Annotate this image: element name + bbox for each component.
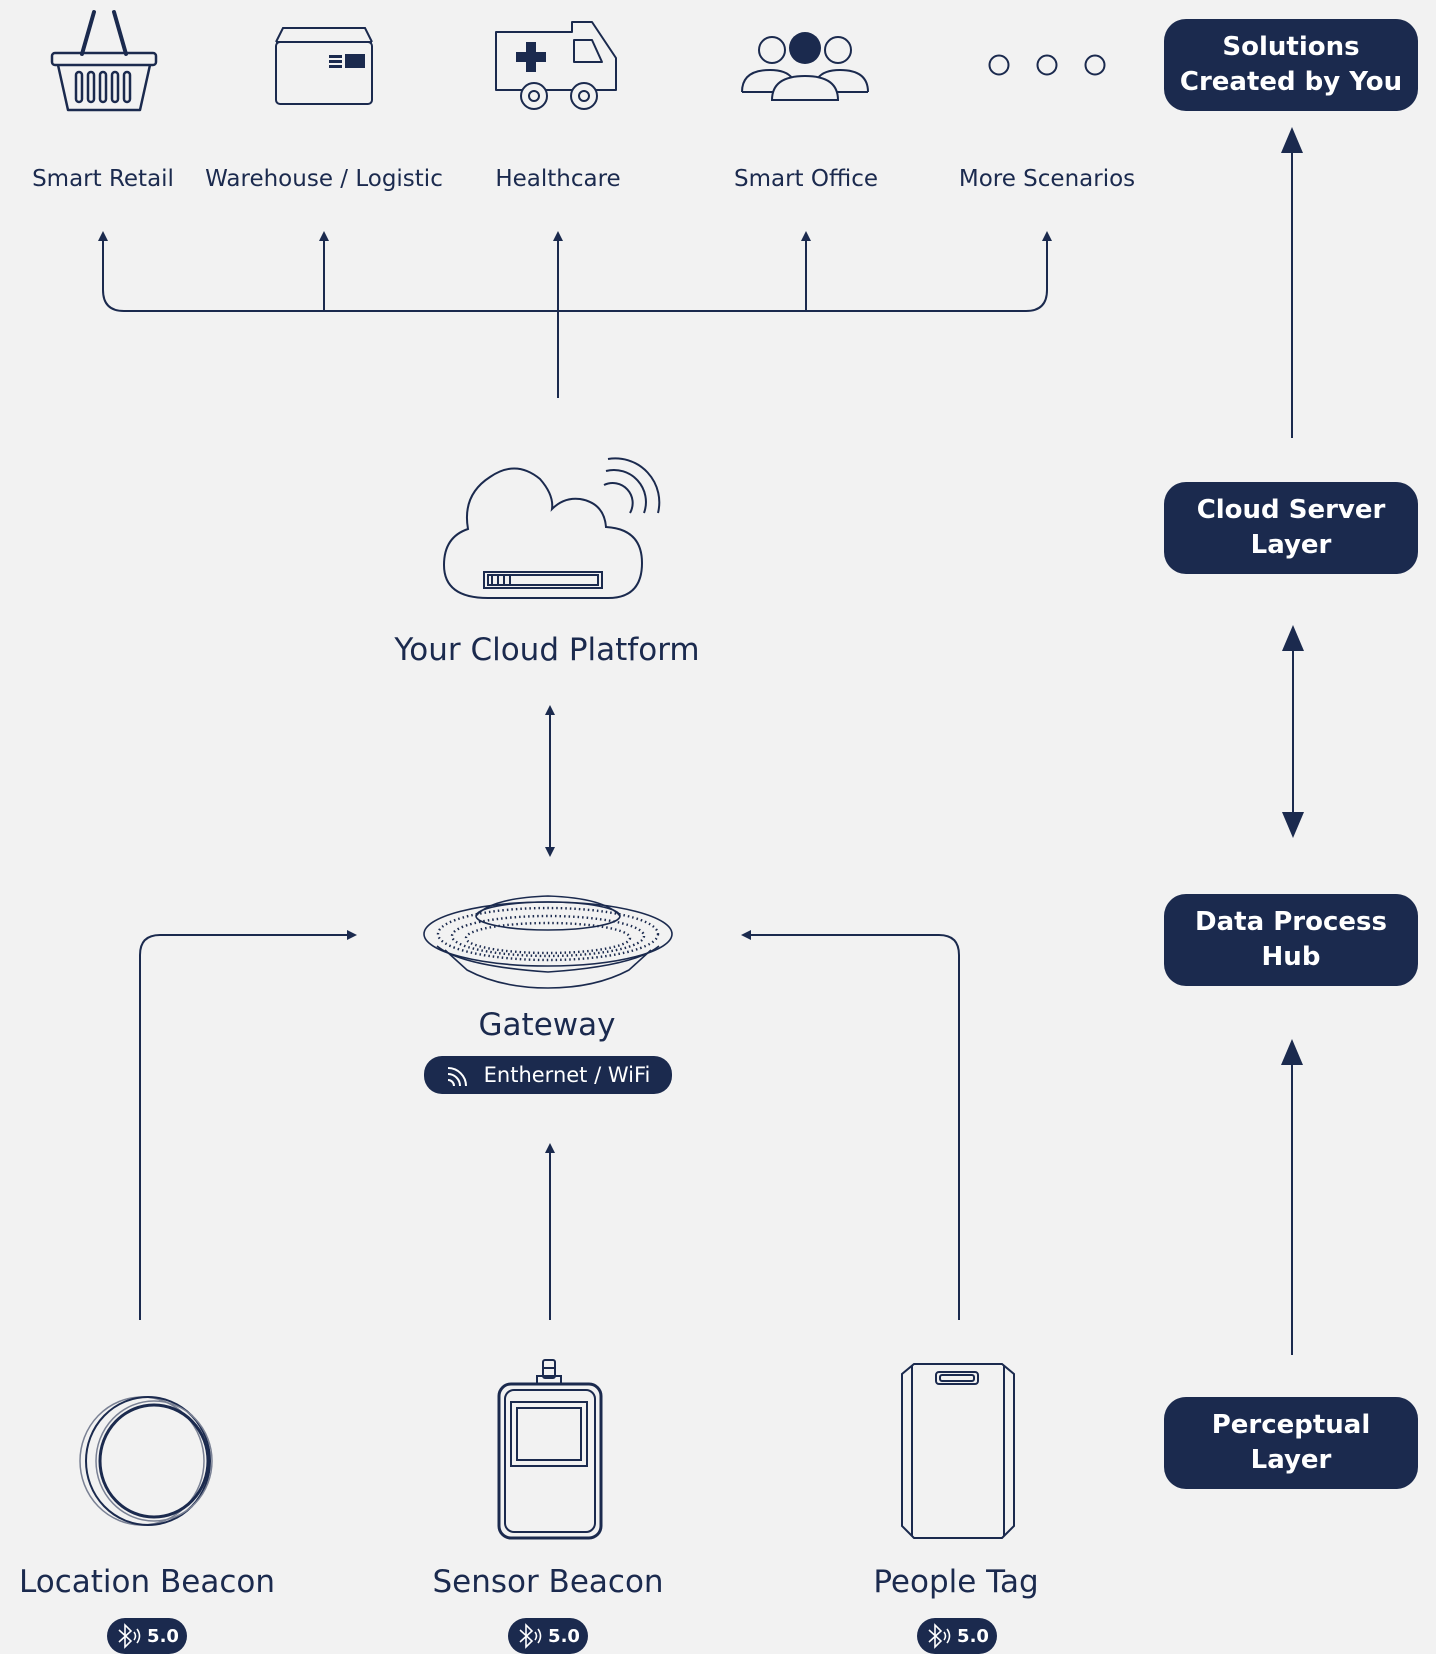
layer-data-process-hub: Data Process Hub bbox=[1164, 894, 1418, 986]
shopping-basket-icon bbox=[50, 10, 158, 112]
bluetooth-icon bbox=[118, 1623, 141, 1649]
ambulance-icon bbox=[495, 21, 617, 110]
gateway-device-icon bbox=[423, 895, 673, 989]
bluetooth-icon bbox=[519, 1623, 542, 1649]
arrow-location-to-gateway bbox=[139, 930, 357, 1320]
bluetooth-badge: 5.0 bbox=[107, 1618, 187, 1654]
cloud-server-icon bbox=[442, 457, 661, 599]
cloud-platform-label: Your Cloud Platform bbox=[394, 632, 700, 668]
scenario-label-smart-retail: Smart Retail bbox=[32, 166, 174, 192]
device-label-sensor-beacon: Sensor Beacon bbox=[432, 1564, 664, 1600]
bluetooth-badge: 5.0 bbox=[508, 1618, 588, 1654]
bluetooth-badge: 5.0 bbox=[917, 1618, 997, 1654]
wifi-signal-icon bbox=[447, 1067, 467, 1086]
arrow-tag-to-gateway bbox=[741, 930, 960, 1320]
bluetooth-version: 5.0 bbox=[957, 1625, 989, 1647]
scenario-label-smart-office: Smart Office bbox=[733, 166, 879, 192]
badge-tag-icon bbox=[901, 1363, 1015, 1539]
layer-cloud-server: Cloud Server Layer bbox=[1164, 482, 1418, 574]
scenario-bracket bbox=[98, 231, 1052, 312]
scenario-label-warehouse: Warehouse / Logistic bbox=[205, 166, 443, 192]
scenario-label-more: More Scenarios bbox=[958, 166, 1136, 192]
connectivity-label: Enthernet / WiFi bbox=[483, 1063, 651, 1087]
device-label-location-beacon: Location Beacon bbox=[19, 1564, 275, 1600]
layer-solutions: Solutions Created by You bbox=[1164, 19, 1418, 111]
bluetooth-version: 5.0 bbox=[147, 1625, 179, 1647]
layer-perceptual: Perceptual Layer bbox=[1164, 1397, 1418, 1489]
scenario-label-healthcare: Healthcare bbox=[495, 166, 621, 192]
connectivity-badge: Enthernet / WiFi bbox=[424, 1056, 672, 1094]
gateway-label: Gateway bbox=[478, 1007, 616, 1043]
delivery-box-icon bbox=[275, 27, 373, 105]
sensor-beacon-icon bbox=[497, 1359, 603, 1540]
device-label-people-tag: People Tag bbox=[873, 1564, 1039, 1600]
more-dots-icon bbox=[988, 54, 1106, 76]
people-group-icon bbox=[741, 32, 869, 101]
bluetooth-icon bbox=[928, 1623, 951, 1649]
round-beacon-icon bbox=[79, 1396, 213, 1526]
bluetooth-version: 5.0 bbox=[548, 1625, 580, 1647]
